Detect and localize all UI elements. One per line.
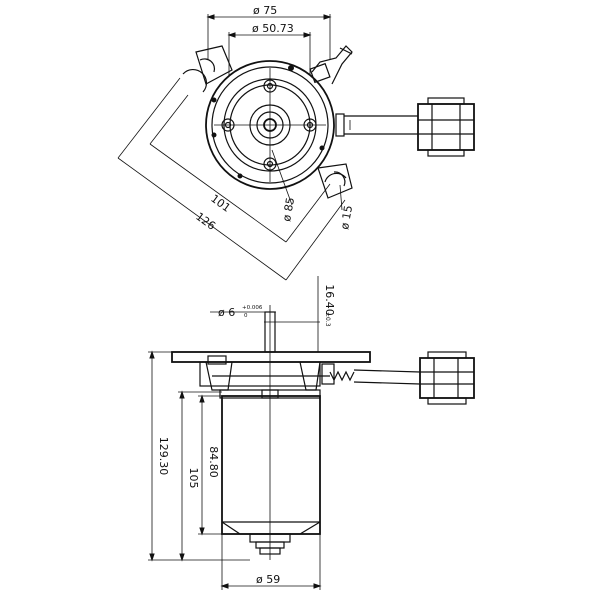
hole-15-label: ø 15	[338, 204, 355, 230]
dim-body-84: 84.80	[198, 394, 222, 536]
shaft-dia-label: ø 6	[218, 306, 235, 319]
outer-dia-label: ø 75	[253, 4, 277, 17]
top-view: ø 75 ø 50.73	[117, 4, 475, 281]
dim-body-105: 105	[178, 390, 222, 562]
motor-body	[221, 395, 321, 555]
connector-top	[417, 97, 475, 157]
dim-126: 126	[117, 77, 346, 281]
connector-side	[419, 351, 475, 405]
nozzle	[309, 45, 353, 85]
dia-85-label: ø 85	[280, 196, 297, 222]
cable-top	[335, 113, 418, 137]
shaft-tol-bottom-label: 0	[244, 313, 248, 319]
cable-side	[353, 369, 421, 385]
pcd-126-label: 126	[193, 210, 218, 233]
dim-total-height: 129.30	[148, 350, 250, 562]
flange-ears	[182, 45, 353, 199]
body-84-label: 84.80	[207, 446, 220, 478]
dim-15: ø 15	[338, 184, 355, 231]
shaft-length-label: 16.40	[323, 284, 336, 316]
body-dia-label: ø 59	[256, 573, 280, 586]
shaft-tol-right-label: ±0.3	[324, 312, 331, 327]
dim-body-dia: ø 59	[220, 534, 322, 590]
total-height-label: 129.30	[157, 437, 170, 476]
flange	[171, 351, 371, 399]
inner-dia-label: ø 50.73	[252, 22, 294, 35]
dim-shaft-length: 16.40 ±0.3	[264, 276, 336, 352]
dim-inner-dia: ø 50.73	[227, 22, 312, 75]
body-105-label: 105	[187, 468, 200, 489]
dim-85: ø 85	[271, 149, 297, 223]
screw-holes	[211, 65, 325, 179]
shaft-tol-top-label: +0.006	[242, 305, 263, 311]
dim-101: 101	[149, 94, 331, 243]
side-view: 16.40 ±0.3 ø 6 +0.006 0	[148, 276, 475, 590]
dim-outer-dia: ø 75	[206, 4, 332, 60]
pcd-101-label: 101	[208, 192, 233, 215]
strain-relief	[321, 363, 355, 385]
